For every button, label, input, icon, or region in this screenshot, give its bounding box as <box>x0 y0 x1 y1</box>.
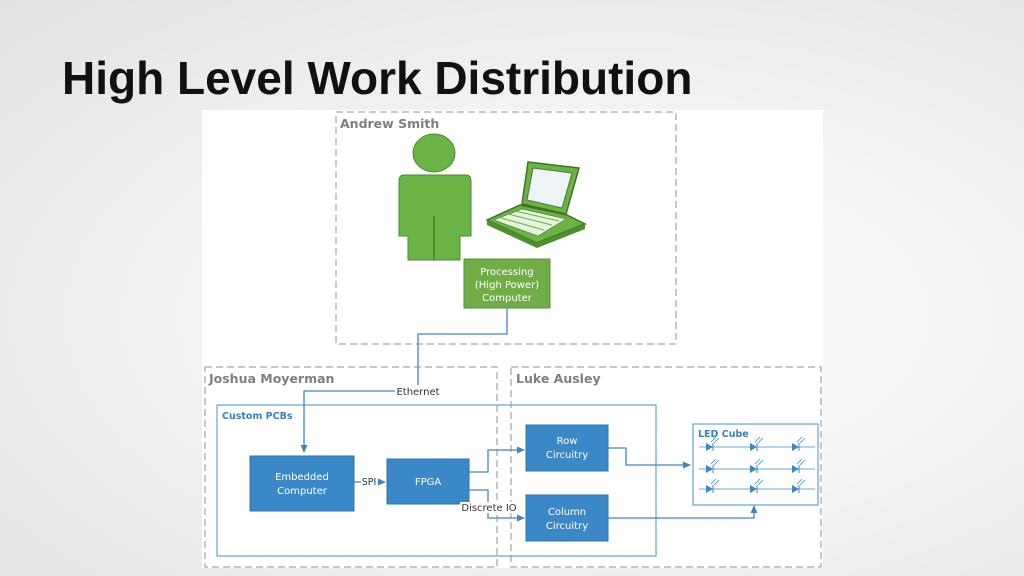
processing-label-2: (High Power) <box>475 280 539 291</box>
region-andrew-smith: Andrew Smith <box>335 111 677 345</box>
region-label-joshua: Joshua Moyerman <box>208 371 334 386</box>
ethernet-label: Ethernet <box>396 387 439 398</box>
region-joshua-moyerman: Joshua Moyerman <box>204 366 498 568</box>
ethernet-link: Ethernet <box>300 308 508 453</box>
led-icon <box>706 458 720 473</box>
person-icon <box>398 133 472 261</box>
led-icon <box>792 436 806 451</box>
led-icon <box>750 458 764 473</box>
fpga-to-row-link <box>469 446 525 473</box>
row-label-2: Circuitry <box>546 450 588 461</box>
custom-pcbs-container: Custom PCBs <box>216 404 657 557</box>
column-to-led-cube-link <box>608 505 758 519</box>
led-icon <box>706 478 720 493</box>
region-luke-ausley: Luke Ausley <box>510 366 822 568</box>
led-icon <box>706 436 720 451</box>
led-cube: LED Cube <box>692 423 819 506</box>
processing-label-3: Computer <box>482 293 533 304</box>
spi-link: SPI <box>354 476 386 488</box>
row-circuitry-box: Row Circuitry <box>525 424 609 472</box>
processing-computer-box: Processing (High Power) Computer <box>463 258 551 309</box>
embedded-label-1: Embedded <box>275 472 329 483</box>
column-circuitry-box: Column Circuitry <box>525 494 609 542</box>
slide-title: High Level Work Distribution <box>62 52 693 104</box>
embedded-label-2: Computer <box>277 486 328 497</box>
led-icon <box>792 478 806 493</box>
region-label-andrew: Andrew Smith <box>340 116 439 131</box>
row-label-1: Row <box>557 436 578 447</box>
discrete-io-label: Discrete IO <box>461 503 516 514</box>
processing-label-1: Processing <box>480 267 533 278</box>
row-to-led-cube-link <box>608 447 691 469</box>
led-icon <box>792 458 806 473</box>
laptop-icon <box>485 161 587 248</box>
region-label-luke: Luke Ausley <box>516 371 601 386</box>
led-cube-label: LED Cube <box>698 429 749 440</box>
spi-label: SPI <box>362 477 377 488</box>
discrete-io-link: Discrete IO <box>460 489 525 522</box>
embedded-computer-box: Embedded Computer <box>249 455 355 512</box>
fpga-label: FPGA <box>415 477 442 488</box>
custom-pcbs-label: Custom PCBs <box>222 411 293 422</box>
led-icon <box>750 436 764 451</box>
led-grid <box>699 436 815 493</box>
column-label-1: Column <box>548 507 586 518</box>
column-label-2: Circuitry <box>546 521 588 532</box>
fpga-box: FPGA <box>386 458 470 505</box>
led-icon <box>750 478 764 493</box>
